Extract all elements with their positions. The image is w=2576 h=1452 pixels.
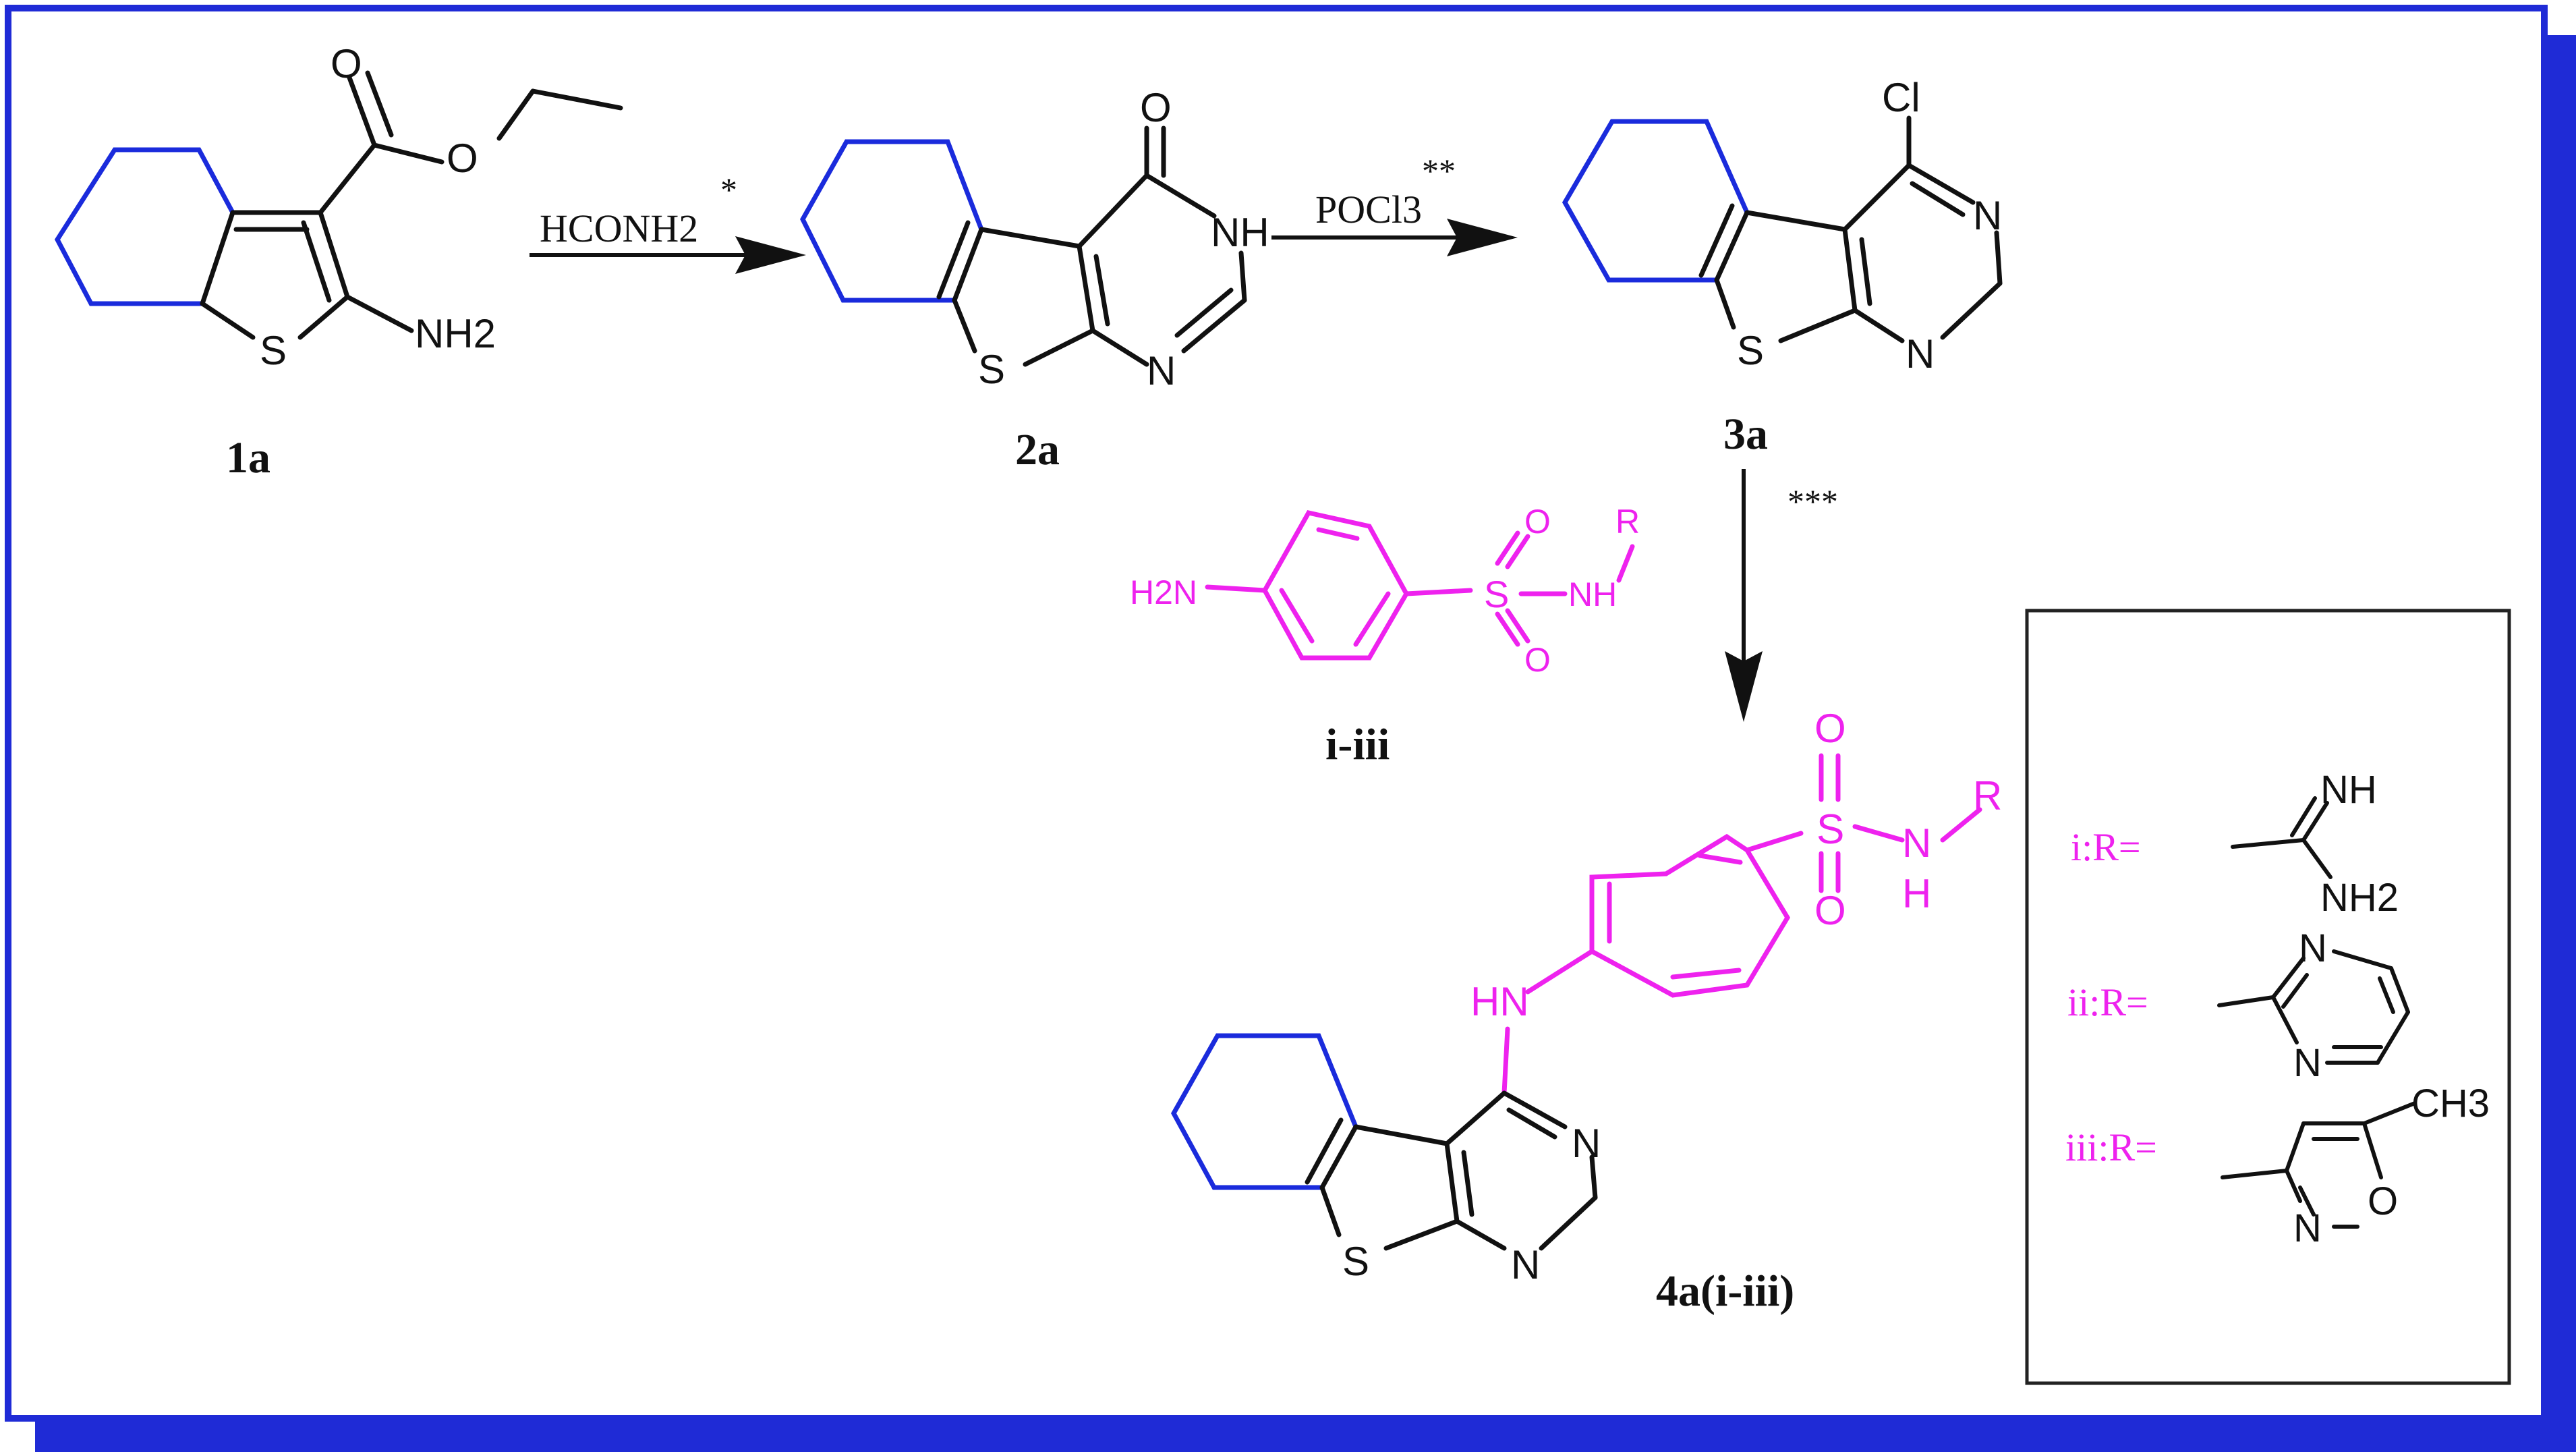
sulfonamide-reagent: [1205, 510, 1635, 661]
label-2a: 2a: [1015, 425, 1060, 474]
atom-4a-n-top: N: [1572, 1121, 1601, 1166]
atom-2a-s: S: [978, 347, 1005, 392]
compound-3a: [1562, 115, 2003, 343]
atom-4a-n-bottom: N: [1511, 1242, 1540, 1287]
atom-3a-n-bottom: N: [1906, 331, 1935, 376]
r-group-ii-n-top: N: [2299, 926, 2327, 970]
compound-4a: [1170, 753, 1982, 1251]
compound-1a: [54, 70, 623, 340]
atom-sulfa-s: S: [1484, 573, 1509, 615]
r-group-iii-ch3: CH3: [2411, 1082, 2490, 1125]
reaction-arrow-3: [1725, 469, 1763, 722]
reagent-mark-2: **: [1422, 152, 1456, 190]
r-group-i-structure: [2231, 796, 2332, 879]
r-group-i-label: i:R=: [2071, 825, 2141, 869]
reagent-pocl3: POCl3: [1315, 188, 1422, 231]
reagent-mark-3: ***: [1787, 482, 1838, 520]
atom-1a-o-ester: O: [447, 136, 478, 181]
atom-4a-hn: HN: [1470, 979, 1529, 1024]
label-4a: 4a(i-iii): [1656, 1266, 1794, 1316]
reagent-hconh2: HCONH2: [540, 206, 698, 250]
r-group-ii-structure: [2217, 949, 2410, 1065]
r-group-iii-o: O: [2368, 1179, 2398, 1223]
atom-2a-n: N: [1147, 348, 1176, 393]
atom-sulfa-o-top: O: [1524, 503, 1551, 540]
atom-4a-o-bottom: O: [1814, 888, 1846, 933]
atom-3a-n-top: N: [1973, 193, 2002, 238]
r-group-ii-label: ii:R=: [2067, 980, 2148, 1024]
r-group-i-nh2: NH2: [2320, 876, 2399, 920]
cyclohexane-ring-1a: [54, 147, 235, 306]
label-3a: 3a: [1723, 410, 1768, 459]
compound-2a: [800, 125, 1247, 367]
atom-sulfa-r: R: [1615, 503, 1640, 540]
reaction-arrow-2: [1271, 219, 1518, 256]
reaction-arrow-1: [529, 236, 806, 274]
atom-3a-s: S: [1737, 328, 1764, 373]
atom-sulfa-o-bottom: O: [1524, 641, 1551, 679]
atom-4a-o-top: O: [1814, 706, 1846, 751]
label-i-iii: i-iii: [1325, 720, 1390, 769]
reagent-mark-1: *: [720, 171, 737, 208]
atom-1a-o-carbonyl: O: [331, 41, 362, 86]
r-group-iii-label: iii:R=: [2065, 1125, 2157, 1169]
r-group-ii-n-bottom: N: [2293, 1041, 2322, 1085]
atom-4a-n-amide: N: [1902, 820, 1931, 866]
r-group-iii-n: N: [2293, 1206, 2322, 1250]
cyclohexane-ring-3a: [1562, 119, 1750, 283]
atom-4a-s-sulfonyl: S: [1816, 806, 1844, 853]
atom-4a-r: R: [1973, 773, 2002, 818]
r-group-i-nh: NH: [2320, 768, 2377, 812]
scheme-frame: [5, 5, 2576, 1452]
label-1a: 1a: [226, 433, 270, 482]
atom-2a-nh: NH: [1211, 210, 1269, 255]
atom-1a-s: S: [260, 328, 287, 373]
atom-4a-s-ring: S: [1342, 1239, 1369, 1284]
atom-sulfa-h2n: H2N: [1130, 574, 1197, 611]
atom-4a-h-amide: H: [1902, 871, 1931, 916]
cyclohexane-ring-2a: [800, 139, 984, 303]
r-group-iii-structure: [2221, 1101, 2417, 1229]
atom-2a-o: O: [1140, 85, 1172, 130]
atom-sulfa-nh: NH: [1568, 576, 1617, 613]
cyclohexane-ring-4a: [1170, 1033, 1358, 1190]
r-group-box: [2025, 609, 2511, 1385]
atom-3a-cl: Cl: [1882, 75, 1920, 120]
atom-1a-nh2: NH2: [415, 311, 496, 356]
